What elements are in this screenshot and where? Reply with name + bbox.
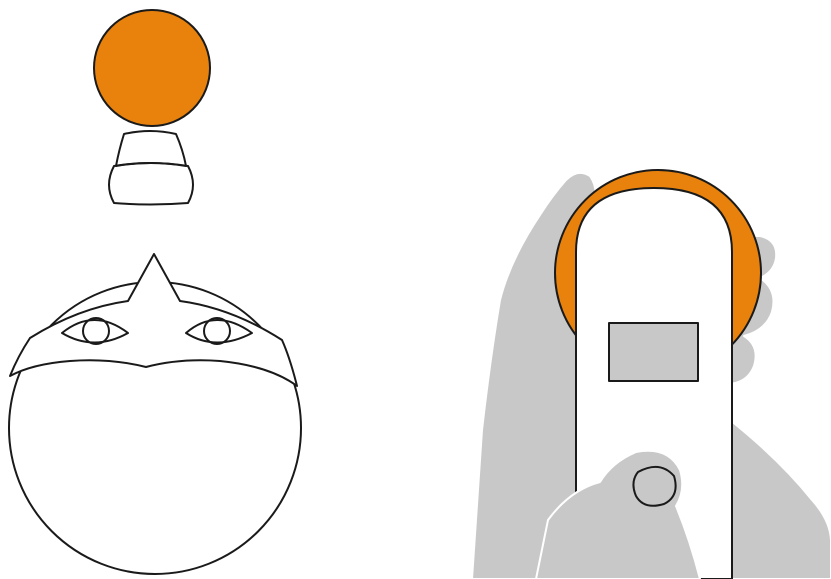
orange-disc-left [94,10,210,126]
device-screen [609,323,698,381]
left-illustration [9,10,301,574]
right-illustration [472,170,831,579]
base-shape [109,163,193,205]
cap-shape [116,131,186,166]
